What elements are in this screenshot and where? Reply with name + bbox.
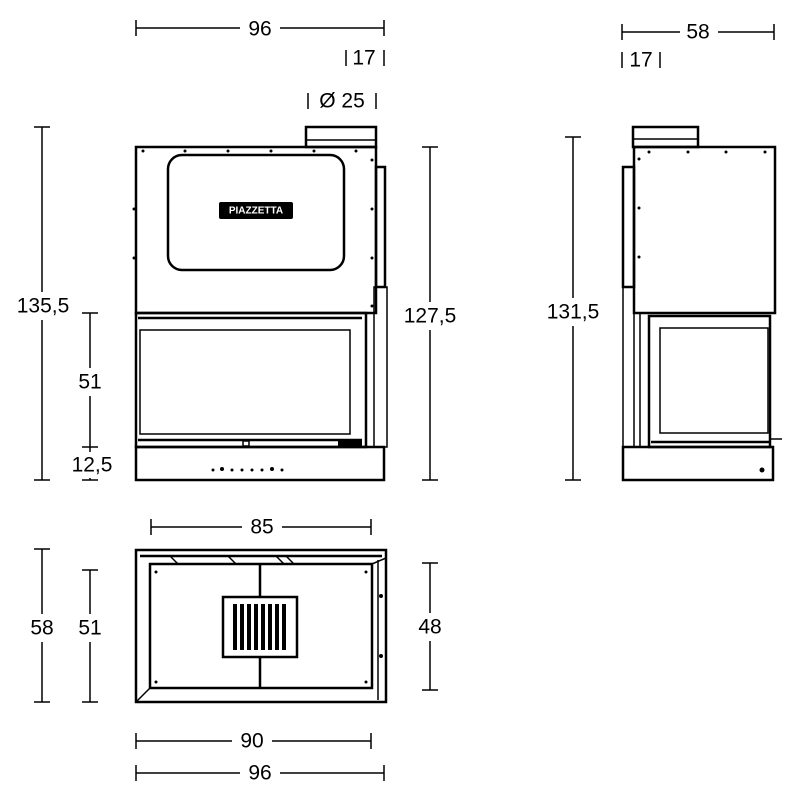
fireplace-side [621,125,782,482]
top-view: 85 58 51 48 90 [24,513,448,787]
base [134,445,386,482]
dim-label: 12,5 [72,454,113,477]
hood-panel [166,153,346,272]
upper-casing [134,145,378,315]
dim-label: 58 [30,617,53,640]
dim-label: 127,5 [404,305,457,328]
svg-text:PIAZZETTA: PIAZZETTA [229,206,283,217]
dim-label: Ø 25 [319,90,365,113]
dimension-top-firebox-width: 85 [150,513,372,541]
fireplace-top [134,548,388,704]
fireplace-front: PIAZZETTA [132,125,388,482]
dimension-side-chimney-offset: 17 [621,49,661,72]
dimension-front-height-right: 127,5 [400,146,462,481]
dim-label: 131,5 [547,301,600,324]
dim-label: 48 [418,616,441,639]
piazzetta-logo: PIAZZETTA [219,202,293,219]
dim-label: 135,5 [17,295,70,318]
dim-label: 58 [686,21,709,44]
dim-label: 96 [248,18,271,41]
dimension-top-depth: 58 [24,548,60,703]
dimension-front-width: 96 [135,14,385,42]
dim-label: 51 [78,371,101,394]
dimension-top-depth-inner: 51 [72,569,108,703]
chimney-collar [304,125,378,149]
side-view: 58 17 131,5 [542,18,782,482]
dimension-firebox-height: 51 12,5 [68,312,114,481]
front-view: 96 17 Ø 25 135,5 51 12,5 [12,14,462,482]
dimension-top-width-total: 96 [135,759,385,787]
dimension-side-depth: 58 [621,18,775,46]
firebox-glass [139,329,351,435]
dim-label: 90 [240,730,263,753]
dimension-front-height: 135,5 [12,126,74,481]
dim-label: 17 [629,49,652,72]
firebox-frame [134,311,368,449]
dimension-top-depth-right: 48 [412,562,448,691]
dimension-top-width-inner: 90 [135,727,372,755]
dim-label: 17 [352,47,375,70]
dim-label: 51 [78,617,101,640]
dim-label: 96 [248,762,271,785]
dimension-chimney-offset: 17 [345,47,385,70]
dimension-side-height: 131,5 [542,136,604,481]
dimension-chimney-diameter: Ø 25 [307,90,377,113]
dim-label: 85 [250,516,273,539]
